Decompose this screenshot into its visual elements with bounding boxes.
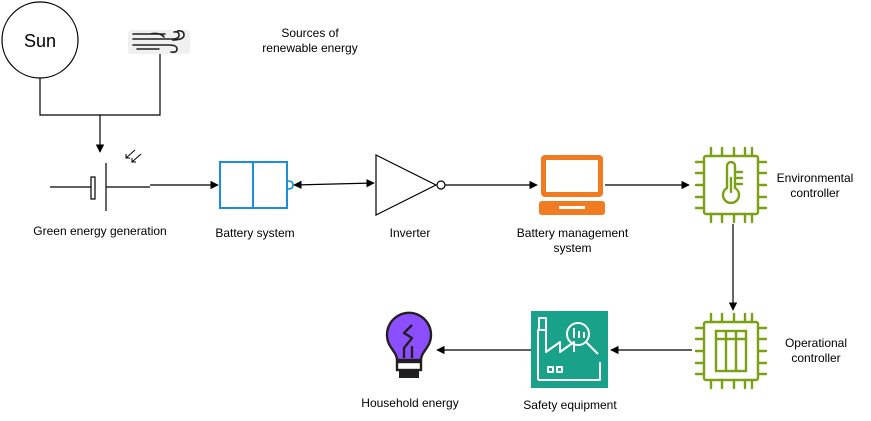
battery-system-label: Battery system (215, 226, 295, 240)
title-line-1: Sources of (281, 26, 339, 40)
diagram-title: Sources of renewable energy (255, 26, 365, 56)
sources-connector (39, 54, 161, 153)
op-controller-label: Operational controller (778, 336, 854, 366)
light-rays-icon (125, 149, 142, 163)
chip-icon[interactable] (694, 312, 768, 390)
laptop-icon[interactable] (539, 155, 605, 215)
thermometer-chip-icon[interactable] (694, 146, 768, 224)
bms-label: Battery management system (505, 226, 640, 256)
inverter-label: Inverter (389, 226, 431, 240)
edge-battery-inverter (293, 178, 375, 190)
op-label-line-1: Operational (784, 336, 848, 350)
env-controller-label: Environmental controller (775, 171, 855, 201)
sun-label: Sun (23, 31, 57, 51)
wind-icon[interactable] (128, 30, 190, 54)
green-generation-label: Green energy generation (33, 224, 167, 238)
factory-inspection-icon[interactable] (531, 311, 608, 388)
safety-equipment-label: Safety equipment (523, 398, 617, 412)
bms-label-line-1: Battery management (516, 226, 629, 240)
bms-label-line-2: system (553, 241, 592, 255)
title-line-2: renewable energy (262, 41, 358, 55)
battery-icon[interactable] (219, 161, 294, 209)
env-label-line-1: Environmental (776, 171, 854, 185)
inverter-symbol[interactable] (375, 154, 446, 216)
battery-cell-symbol[interactable] (50, 149, 150, 211)
lightbulb-icon[interactable] (385, 311, 433, 378)
op-label-line-2: controller (791, 351, 841, 365)
household-energy-label: Household energy (361, 396, 459, 410)
env-label-line-2: controller (790, 186, 840, 200)
